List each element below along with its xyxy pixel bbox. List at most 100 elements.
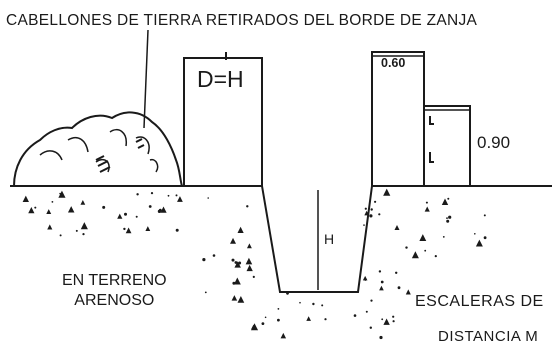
soil-dot: [397, 286, 401, 290]
soil-grain: [383, 188, 391, 196]
spoil-mound: [13, 111, 183, 187]
soil-grain: [80, 200, 86, 205]
soil-grain: [28, 207, 35, 214]
soil-grain: [379, 285, 384, 291]
soil-grain: [160, 206, 167, 213]
soil-dot: [231, 258, 235, 262]
soil-dot: [175, 194, 178, 197]
mound-hatch: [95, 138, 145, 173]
soil-dot: [102, 205, 106, 209]
soil-line-1: EN TERRENO: [62, 272, 167, 289]
soil-line-2: ARENOSO: [74, 292, 155, 309]
dim-060-box: [371, 51, 425, 186]
soil-dot: [370, 208, 373, 211]
soil-grain: [80, 222, 88, 230]
soil-dot: [395, 271, 398, 274]
stairs-label: ESCALERAS DE: [415, 293, 544, 310]
soil-grain: [231, 295, 238, 301]
soil-dot: [381, 318, 384, 321]
soil-grain: [230, 237, 236, 244]
soil-grain: [405, 289, 411, 295]
soil-dot: [299, 301, 301, 304]
soil-grain: [364, 210, 369, 216]
soil-dot: [157, 209, 161, 213]
soil-dot: [380, 280, 384, 284]
soil-dot: [261, 322, 265, 325]
soil-dot: [286, 291, 289, 295]
soil-grain: [383, 318, 390, 325]
soil-dot: [175, 228, 179, 232]
soil-grain: [22, 195, 29, 202]
soil-dot: [378, 270, 382, 273]
soil-grain: [280, 332, 287, 339]
soil-grain: [125, 227, 132, 234]
soil-dot: [59, 192, 61, 195]
soil-dot: [405, 246, 408, 249]
soil-grain: [145, 226, 151, 231]
soil-dot: [123, 227, 126, 231]
soil-grain: [424, 206, 430, 212]
soil-dot: [75, 229, 78, 232]
soil-grain: [237, 226, 244, 233]
soil-dot: [136, 193, 139, 196]
soil-dot: [369, 214, 373, 218]
soil-dot: [379, 335, 383, 340]
soil-grain: [245, 257, 253, 265]
soil-dot: [59, 234, 62, 237]
soil-dot: [392, 320, 395, 323]
soil-dot: [324, 318, 327, 321]
trench-outline: [261, 185, 373, 293]
soil-dot: [483, 236, 487, 240]
dim-090-bracket-top: [429, 116, 434, 125]
soil-grain: [117, 213, 123, 219]
dim-090-box: [424, 105, 471, 186]
soil-grain: [46, 209, 52, 215]
dim-090-bracket-bottom: [429, 152, 434, 163]
soil-dot: [369, 326, 372, 329]
soil-dot: [363, 224, 365, 226]
soil-dot: [424, 249, 427, 252]
soil-dot: [378, 213, 381, 216]
depth-ratio-label: D=H: [197, 66, 244, 92]
soil-grain: [67, 206, 75, 213]
soil-dot: [277, 318, 280, 322]
soil-grain: [246, 243, 252, 249]
soil-dot: [167, 194, 170, 197]
soil-dot: [135, 215, 138, 218]
dimension-top-label: 0.60: [381, 56, 406, 70]
soil-grain: [237, 295, 245, 303]
soil-dot: [321, 304, 324, 307]
soil-grain: [177, 196, 183, 202]
soil-dot: [312, 302, 315, 306]
soil-dot: [148, 205, 152, 208]
soil-dot: [353, 314, 357, 317]
soil-dot: [446, 217, 448, 220]
soil-grain: [475, 239, 483, 247]
distance-box: [183, 57, 263, 186]
depth-label: H: [324, 231, 335, 247]
soil-dot: [234, 261, 238, 264]
soil-dot: [370, 299, 373, 302]
soil-dot: [277, 308, 280, 310]
soil-dot: [124, 212, 127, 216]
soil-dot: [212, 254, 216, 257]
leader-line: [143, 29, 149, 129]
soil-dot: [207, 197, 209, 199]
soil-dot: [365, 310, 368, 313]
soil-grain: [234, 261, 241, 268]
soil-dot: [264, 316, 267, 319]
soil-dot: [392, 315, 395, 318]
soil-grain: [246, 264, 253, 272]
soil-dot: [474, 233, 476, 235]
soil-dot: [364, 207, 367, 210]
mound-rocks: [39, 128, 159, 173]
soil-dot: [204, 291, 207, 294]
soil-dot: [374, 200, 377, 203]
soil-dot: [483, 214, 486, 217]
soil-dot: [425, 201, 428, 204]
soil-dot: [150, 192, 154, 195]
diagram-title: CABELLONES DE TIERRA RETIRADOS DEL BORDE…: [6, 12, 478, 29]
dimension-side-label: 0.90: [477, 133, 511, 152]
soil-grain: [306, 316, 311, 321]
